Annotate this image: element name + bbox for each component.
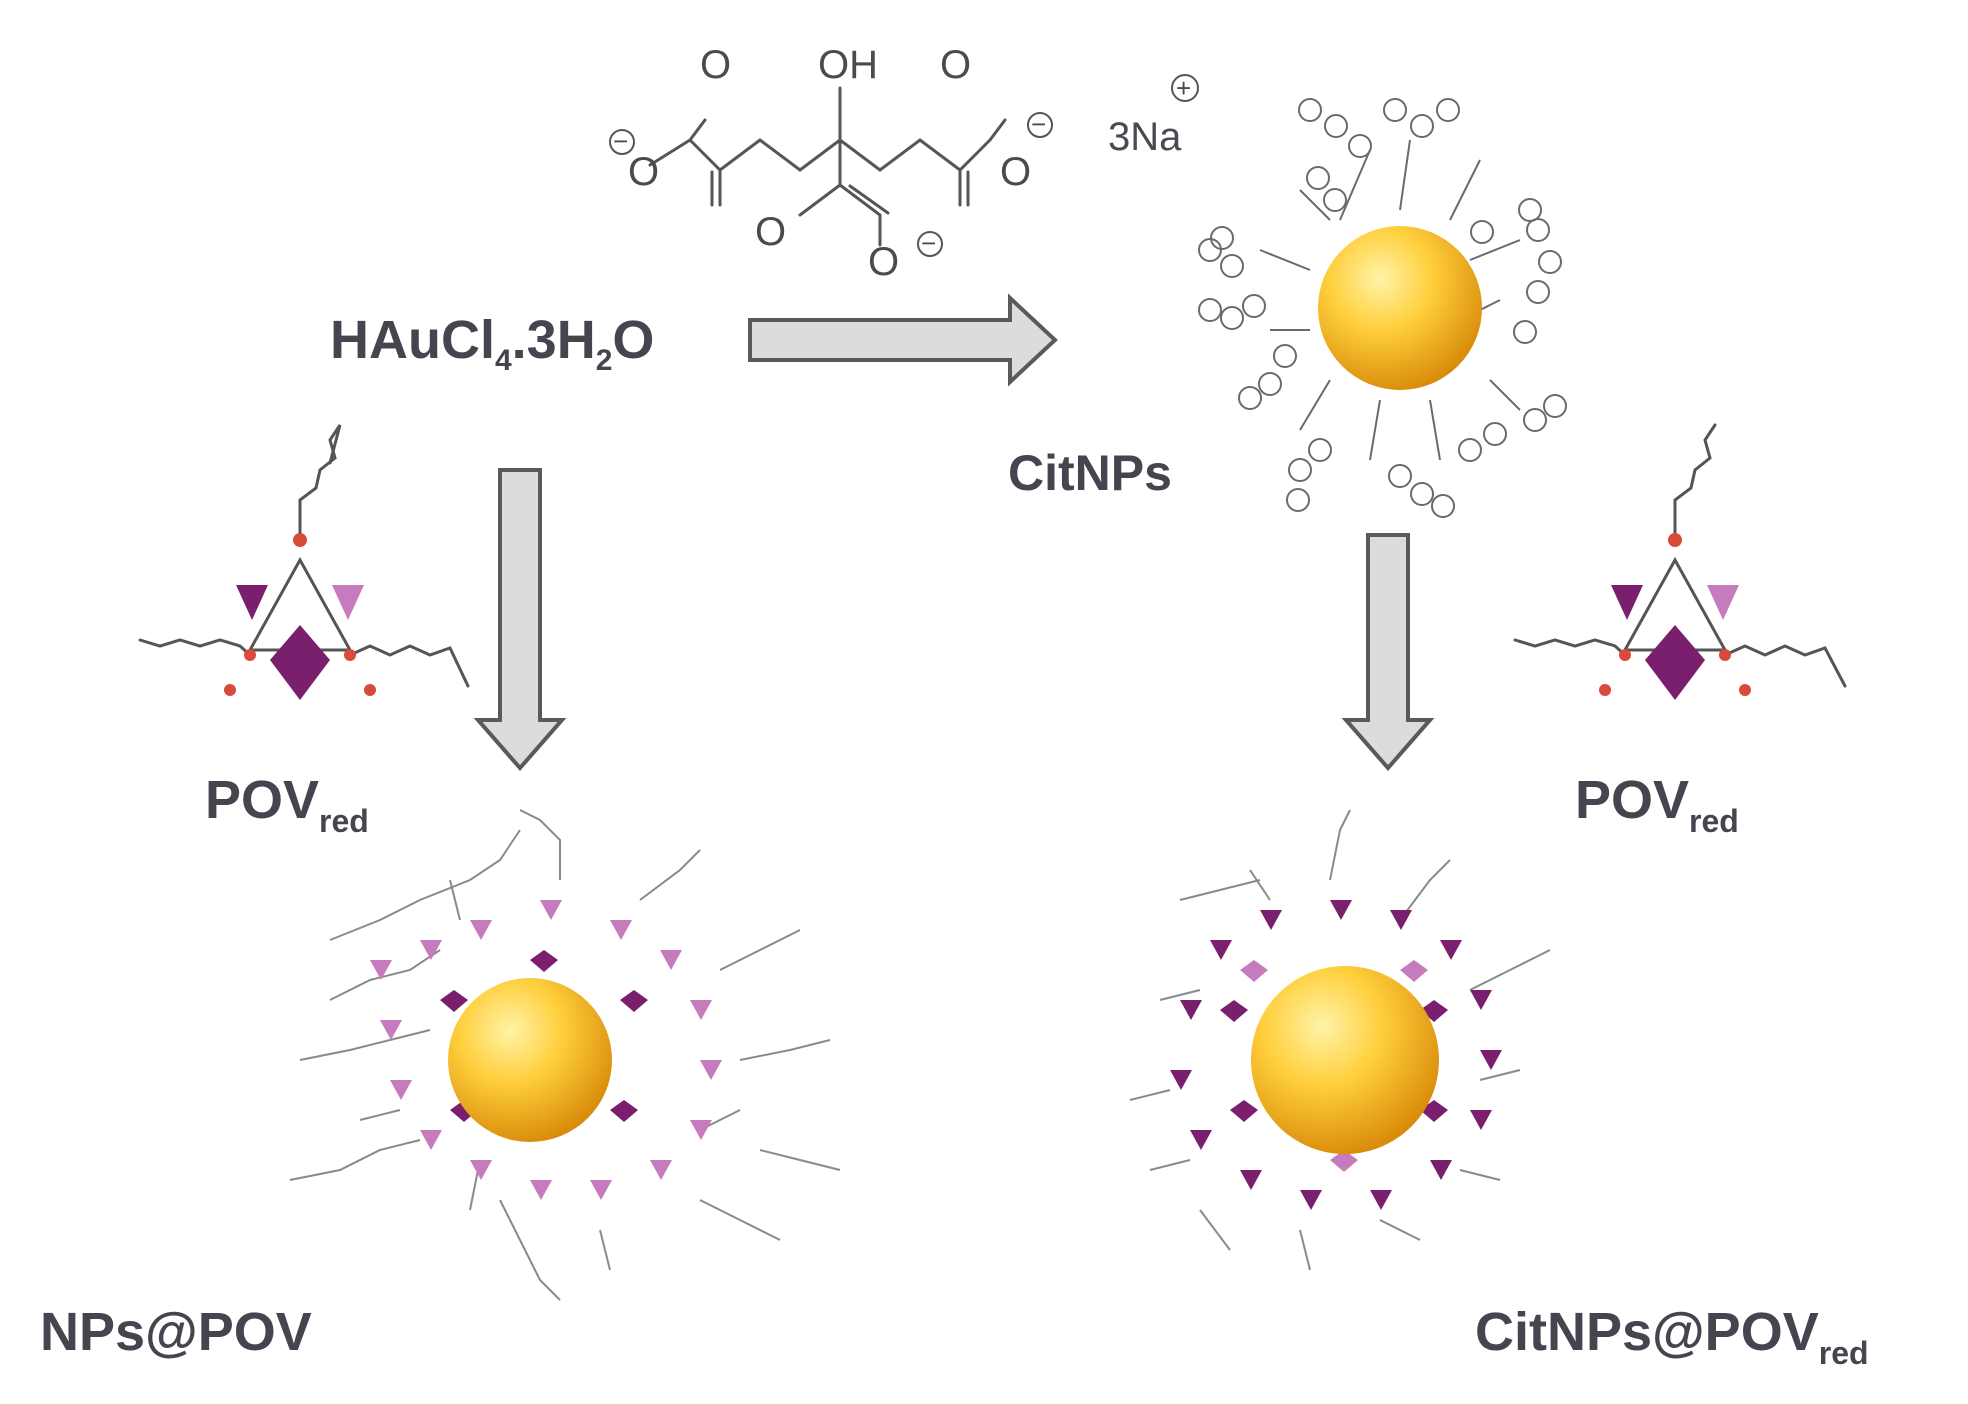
gold-nanoparticle	[1318, 226, 1482, 390]
precursor-label: HAuCl4.3H2O	[330, 310, 654, 377]
minus-sign: −	[1031, 109, 1046, 139]
arrow-right	[748, 293, 1058, 387]
plus-charge-icon	[1171, 74, 1199, 102]
pov-red-label-right: POVred	[1575, 770, 1739, 839]
citnps-label: CitNPs	[1008, 445, 1172, 501]
citrate-o-top-right: O	[940, 43, 971, 87]
citrate-o-bottom: O	[755, 210, 786, 254]
pov-coated-nanoparticle-left	[289, 809, 841, 1301]
arrow-down-left	[473, 468, 567, 772]
citrate-o-left: O	[628, 150, 659, 194]
citrate-capped-nanoparticle	[1198, 98, 1567, 518]
gold-nanoparticle	[448, 978, 612, 1142]
arrow-down-right	[1341, 533, 1435, 772]
minus-charge-icon	[609, 129, 635, 155]
citrate-o-bottom-right: O	[868, 240, 899, 284]
citrate-oh: OH	[818, 43, 878, 87]
citrate-o-top-left: O	[700, 43, 731, 87]
minus-charge-icon	[1027, 112, 1053, 138]
pov-red-label-left: POVred	[205, 770, 369, 839]
citrate-o-right: O	[1000, 150, 1031, 194]
plus-sign: +	[1176, 73, 1191, 103]
pov-structure-right	[1513, 423, 1847, 700]
pov-structure-left	[138, 424, 470, 700]
minus-sign: −	[921, 228, 936, 258]
gold-nanoparticle	[1251, 966, 1439, 1154]
citnps-pov-label: CitNPs@POVred	[1475, 1302, 1869, 1371]
pov-coated-nanoparticle-right	[1129, 809, 1551, 1271]
nps-pov-label: NPs@POV	[40, 1302, 312, 1362]
minus-charge-icon	[917, 231, 943, 257]
sodium-counterion: 3Na	[1108, 115, 1182, 159]
citrate-structure: OH O O O O O O − − − 3Na +	[609, 43, 1199, 284]
minus-sign: −	[613, 126, 628, 156]
